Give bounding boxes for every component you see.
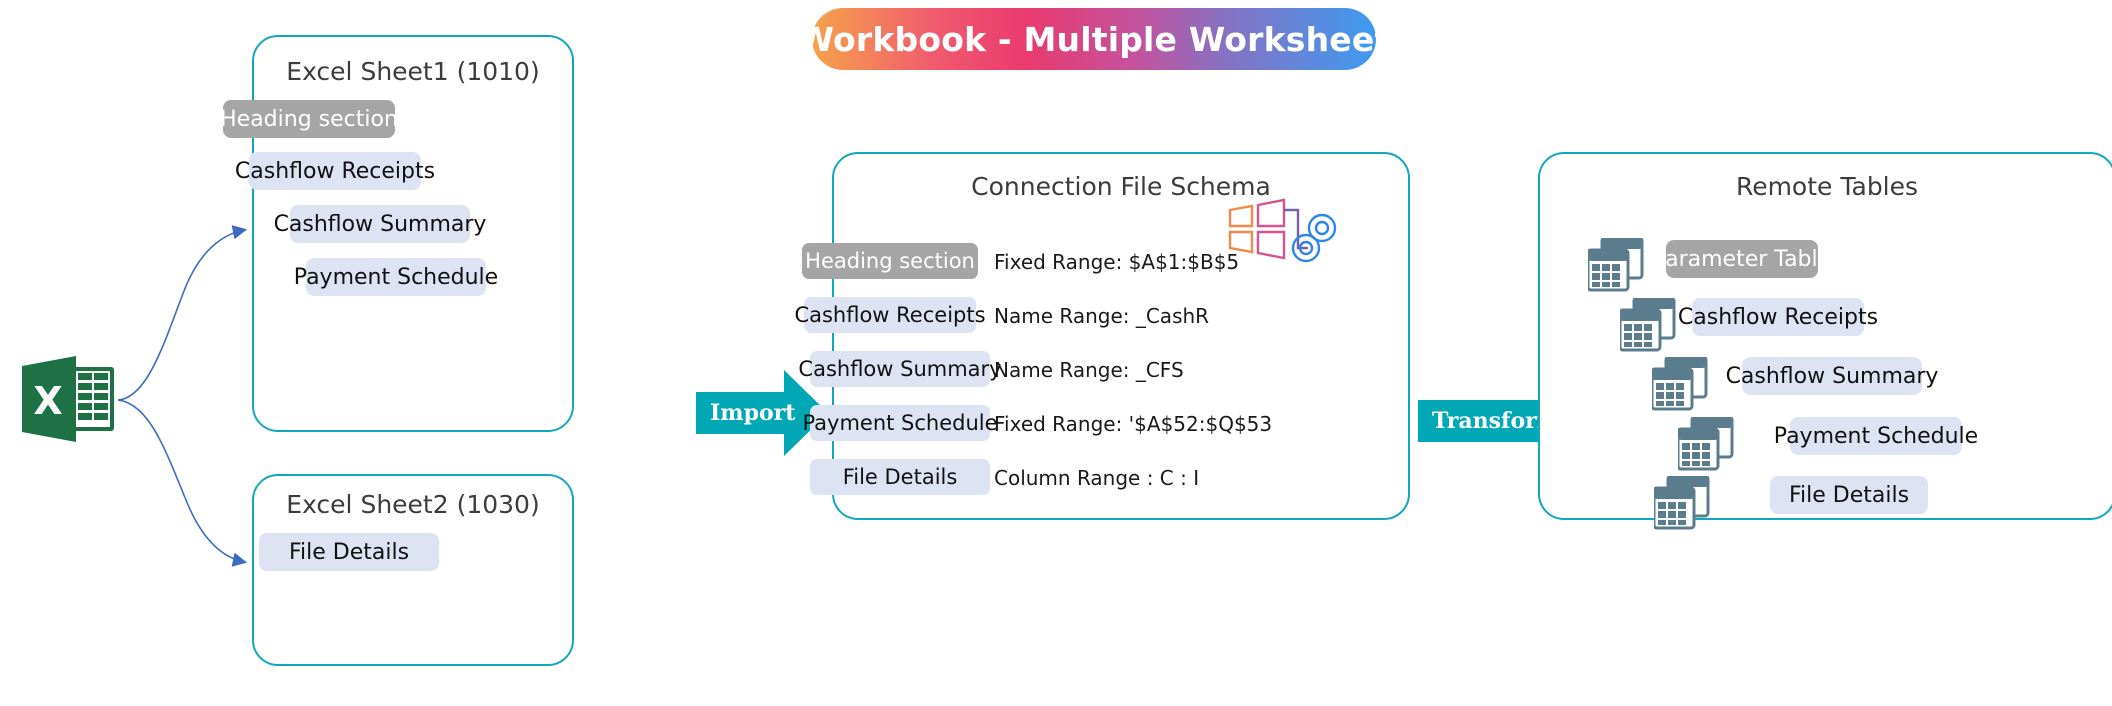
chip-label: File Details bbox=[842, 465, 958, 489]
table-stack-icon bbox=[1618, 296, 1676, 356]
chip-label: Cashflow Receipts bbox=[1677, 304, 1879, 330]
sheet2-item-file-details[interactable]: File Details bbox=[259, 533, 439, 571]
chip-label: Payment Schedule bbox=[293, 264, 499, 290]
import-arrow: Import bbox=[696, 370, 828, 456]
import-arrow-label: Import bbox=[710, 400, 796, 426]
remote-chip-payment-schedule[interactable]: Payment Schedule bbox=[1774, 417, 1978, 455]
remote-title: Remote Tables bbox=[1735, 172, 1919, 201]
chip-label: Cashflow Summary bbox=[1725, 363, 1939, 389]
sheet2-title: Excel Sheet2 (1030) bbox=[286, 490, 540, 519]
windows-gear-icon bbox=[1224, 196, 1344, 276]
remote-chip-cashflow-summary[interactable]: Cashflow Summary bbox=[1726, 357, 1938, 395]
remote-chip-file-details[interactable]: File Details bbox=[1770, 476, 1928, 514]
panel-remote-tables: Remote Tables Parameter Table bbox=[1538, 152, 2112, 530]
remote-chip-cashflow-receipts[interactable]: Cashflow Receipts bbox=[1678, 298, 1878, 336]
chip-label: File Details bbox=[1788, 482, 1910, 508]
chip-label: Cashflow Summary bbox=[273, 211, 487, 237]
schema-title: Connection File Schema bbox=[971, 172, 1271, 201]
panel-excel-sheet2: Excel Sheet2 (1030) File Details bbox=[252, 474, 574, 666]
schema-chip-heading-section[interactable]: Heading section bbox=[802, 243, 978, 279]
page-title: Workbook - Multiple Worksheet bbox=[797, 19, 1391, 59]
chip-label: File Details bbox=[288, 539, 410, 565]
schema-chip-cashflow-receipts[interactable]: Cashflow Receipts bbox=[794, 297, 986, 333]
chip-label: Parameter Table bbox=[1652, 246, 1832, 272]
svg-text:X: X bbox=[33, 379, 62, 423]
chip-label: Cashflow Summary bbox=[798, 357, 1002, 381]
table-stack-icon bbox=[1676, 415, 1734, 475]
sheet1-item-cashflow-summary[interactable]: Cashflow Summary bbox=[274, 205, 486, 243]
excel-file-icon: X bbox=[20, 352, 116, 446]
schema-range-heading-section: Fixed Range: $A$1:$B$5 bbox=[994, 250, 1240, 274]
page-title-banner: Workbook - Multiple Worksheet bbox=[798, 8, 1390, 70]
table-stack-icon bbox=[1652, 474, 1710, 534]
schema-range-payment-schedule: Fixed Range: '$A$52:$Q$53 bbox=[994, 412, 1273, 436]
sheet1-item-heading-section[interactable]: Heading section bbox=[220, 100, 398, 138]
schema-chip-file-details[interactable]: File Details bbox=[810, 459, 990, 495]
chip-label: Payment Schedule bbox=[1773, 423, 1979, 449]
table-stack-icon bbox=[1586, 236, 1644, 296]
chip-label: Payment Schedule bbox=[802, 411, 998, 435]
table-stack-icon bbox=[1650, 355, 1708, 415]
sheet1-item-cashflow-receipts[interactable]: Cashflow Receipts bbox=[235, 152, 435, 190]
sheet1-item-payment-schedule[interactable]: Payment Schedule bbox=[294, 258, 498, 296]
sheet1-title: Excel Sheet1 (1010) bbox=[286, 57, 540, 86]
panel-connection-file-schema: Connection File Schema Heading secti bbox=[794, 152, 1410, 520]
remote-chip-parameter-table[interactable]: Parameter Table bbox=[1653, 240, 1831, 278]
chip-label: Cashflow Receipts bbox=[794, 303, 986, 327]
schema-chip-payment-schedule[interactable]: Payment Schedule bbox=[802, 405, 998, 441]
schema-range-cashflow-receipts: Name Range: _CashR bbox=[994, 304, 1210, 328]
panel-excel-sheet1: Excel Sheet1 (1010) Heading section Cash… bbox=[220, 35, 574, 432]
chip-label: Cashflow Receipts bbox=[234, 158, 436, 184]
chip-label: Heading section bbox=[805, 249, 975, 273]
schema-range-file-details: Column Range : C : I bbox=[994, 466, 1200, 490]
schema-chip-cashflow-summary[interactable]: Cashflow Summary bbox=[798, 351, 1002, 387]
chip-label: Heading section bbox=[220, 106, 398, 132]
schema-range-cashflow-summary: Name Range: _CFS bbox=[994, 358, 1184, 382]
